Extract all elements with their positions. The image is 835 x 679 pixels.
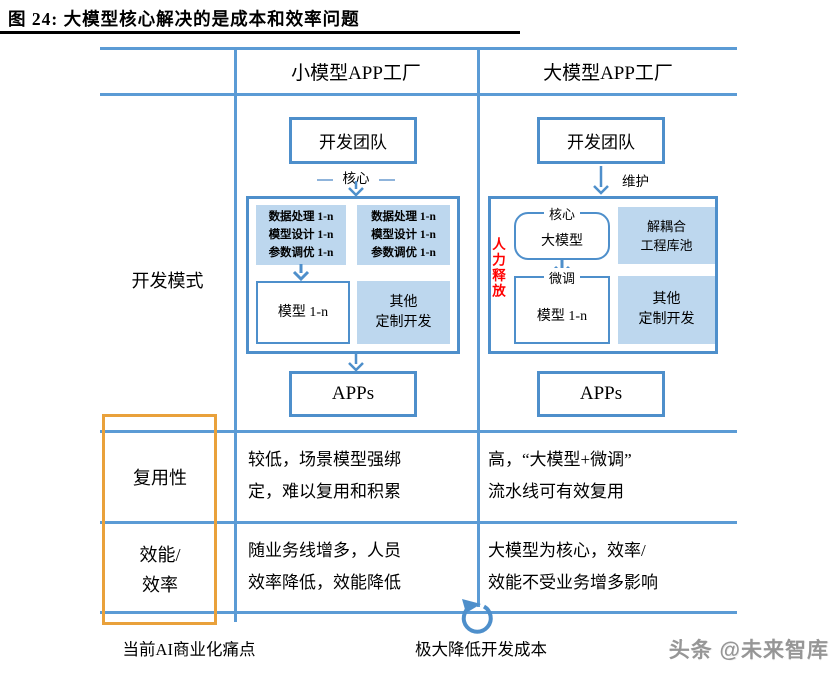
reuse-text-large-line1: 高，“大模型+微调”: [488, 450, 632, 469]
down-arrow-icon: [292, 264, 310, 281]
col-header-small-factory: 小模型APP工厂: [291, 63, 421, 84]
finetune-tab-label: 微调: [543, 268, 581, 287]
process-step: 参数调优 1-n: [268, 247, 334, 259]
loop-arrow-icon: [461, 599, 493, 634]
dev-team-box-large: 开发团队: [537, 117, 665, 164]
decouple-line: 工程库池: [640, 237, 693, 253]
efficiency-text-small: 随业务线增多，人员 效率降低，效能降低: [248, 535, 474, 599]
process-step: 参数调优 1-n: [371, 247, 436, 259]
pain-point-caption: 当前AI商业化痛点: [122, 640, 256, 659]
pipeline-box-large: [488, 196, 718, 354]
efficiency-text-large: 大模型为核心，效率/ 效能不受业务增多影响: [488, 535, 740, 599]
col-header-large-factory: 大模型APP工厂: [543, 63, 673, 84]
model-label-large: 模型 1-n: [536, 309, 588, 324]
reuse-text-small: 较低，场景模型强绑 定，难以复用和积累: [248, 444, 474, 508]
process-steps-right: 数据处理 1-n 模型设计 1-n 参数调优 1-n: [357, 205, 450, 265]
other-line: 其他: [652, 292, 681, 307]
efficiency-text-large-line2: 效能不受业务增多影响: [488, 573, 658, 592]
row-line-reuse: [100, 430, 737, 433]
process-step: 数据处理 1-n: [371, 211, 436, 223]
row-line-top: [100, 47, 737, 50]
pain-point-highlight-box: [102, 414, 217, 625]
maintain-label: 维护: [622, 174, 649, 189]
column-divider-2: [477, 47, 480, 607]
other-custom-dev-large: 其他 定制开发: [618, 276, 715, 344]
other-custom-dev-small: 其他 定制开发: [357, 281, 450, 344]
core-tab-label: 核心: [543, 204, 581, 223]
manpower-release-label: 人力释放: [490, 237, 505, 299]
efficiency-text-small-line2: 效率降低，效能降低: [248, 573, 401, 592]
reuse-text-small-line1: 较低，场景模型强绑: [248, 450, 401, 469]
efficiency-text-small-line1: 随业务线增多，人员: [248, 541, 401, 560]
column-divider-1: [234, 47, 237, 622]
other-line: 定制开发: [375, 314, 432, 330]
efficiency-row-label: 效能/ 效率: [103, 540, 217, 600]
connector-dash-icon: [317, 178, 334, 181]
figure-title: 图 24: 大模型核心解决的是成本和效率问题: [8, 9, 360, 29]
process-step: 模型设计 1-n: [371, 229, 436, 241]
process-step: 模型设计 1-n: [268, 229, 334, 241]
row-line-efficiency: [100, 521, 737, 524]
cost-reduction-caption: 极大降低开发成本: [415, 640, 547, 659]
big-model-box: 核心 大模型: [514, 204, 610, 260]
down-arrow-icon: [593, 166, 609, 195]
dev-mode-row-label: 开发模式: [131, 271, 204, 291]
other-line: 其他: [389, 294, 418, 310]
dev-team-box-small: 开发团队: [289, 117, 417, 164]
process-step: 数据处理 1-n: [268, 211, 334, 223]
decouple-line: 解耦合: [646, 218, 686, 234]
down-arrow-icon: [348, 353, 364, 372]
model-box-small: 模型 1-n: [256, 281, 350, 344]
dev-team-label-large: 开发团队: [567, 133, 635, 152]
row-line-header: [100, 93, 737, 96]
apps-box-small: APPs: [289, 371, 417, 417]
core-connector-label-small: 核心: [290, 167, 422, 187]
reuse-text-large-line2: 流水线可有效复用: [488, 482, 624, 501]
row-line-bottom: [100, 611, 737, 614]
big-model-label: 大模型: [541, 234, 583, 249]
efficiency-row-label-line2: 效率: [142, 575, 178, 595]
reuse-text-large: 高，“大模型+微调” 流水线可有效复用: [488, 444, 736, 508]
reuse-text-small-line2: 定，难以复用和积累: [248, 482, 401, 501]
apps-box-large: APPs: [537, 371, 665, 417]
core-label-small: 核心: [342, 171, 370, 186]
apps-label-small: APPs: [331, 383, 375, 404]
reuse-row-label: 复用性: [133, 468, 187, 488]
model-box-large: 微调 模型 1-n: [514, 268, 610, 344]
process-steps-left: 数据处理 1-n 模型设计 1-n 参数调优 1-n: [256, 205, 346, 265]
efficiency-text-large-line1: 大模型为核心，效率/: [488, 541, 646, 560]
title-rule: [0, 31, 520, 34]
apps-label-large: APPs: [579, 383, 623, 404]
dev-team-label-small: 开发团队: [319, 133, 387, 152]
decouple-pool-box: 解耦合 工程库池: [618, 207, 715, 264]
efficiency-row-label-line1: 效能/: [139, 545, 181, 565]
pipeline-box-small: [246, 196, 460, 354]
other-line: 定制开发: [638, 312, 695, 327]
down-arrow-icon: [348, 181, 364, 197]
watermark: 头条 @未来智库: [668, 639, 829, 662]
model-label-small: 模型 1-n: [277, 304, 329, 320]
connector-dash-icon: [378, 178, 395, 181]
